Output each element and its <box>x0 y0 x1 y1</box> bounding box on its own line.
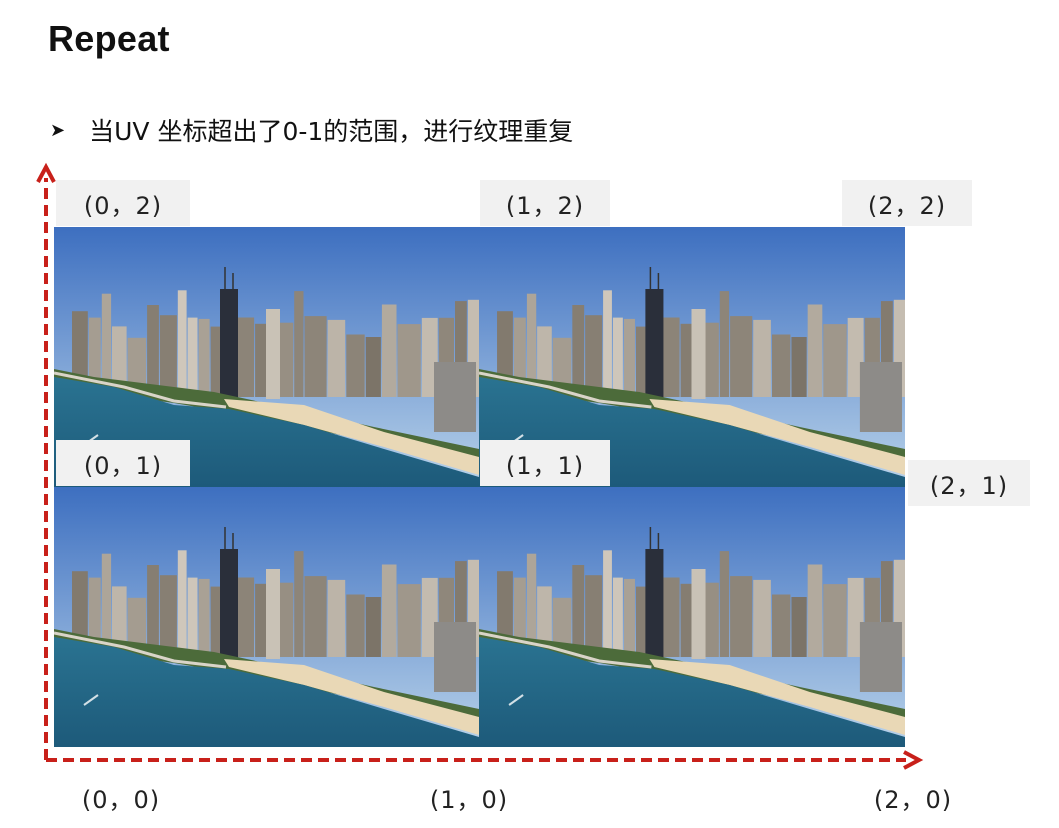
uv-label-2-2: (2，2) <box>842 180 972 226</box>
uv-label-1-1: (1，1) <box>480 440 610 486</box>
arrow-bullet-icon: ➤ <box>50 119 66 141</box>
v-axis-arrow-icon <box>36 162 56 183</box>
slide-title: Repeat <box>48 18 170 59</box>
uv-label-2-1: (2，1) <box>908 460 1030 506</box>
texture-repeat-grid <box>54 227 905 747</box>
uv-label-0-0: (0，0) <box>81 785 161 814</box>
uv-label-2-0: (2，0) <box>873 785 953 814</box>
uv-label-1-2: (1，2) <box>480 180 610 226</box>
uv-label-0-2: (0，2) <box>56 180 190 226</box>
uv-label-0-1: (0，1) <box>56 440 190 486</box>
uv-label-1-0: (1，0) <box>429 785 509 814</box>
texture-tile <box>479 487 905 747</box>
texture-tile <box>54 227 479 487</box>
texture-tile <box>54 487 479 747</box>
bullet-row: ➤ 当UV 坐标超出了0-1的范围，进行纹理重复 <box>50 112 573 148</box>
bullet-text: 当UV 坐标超出了0-1的范围，进行纹理重复 <box>89 117 574 146</box>
u-axis-arrow-icon <box>903 750 924 770</box>
